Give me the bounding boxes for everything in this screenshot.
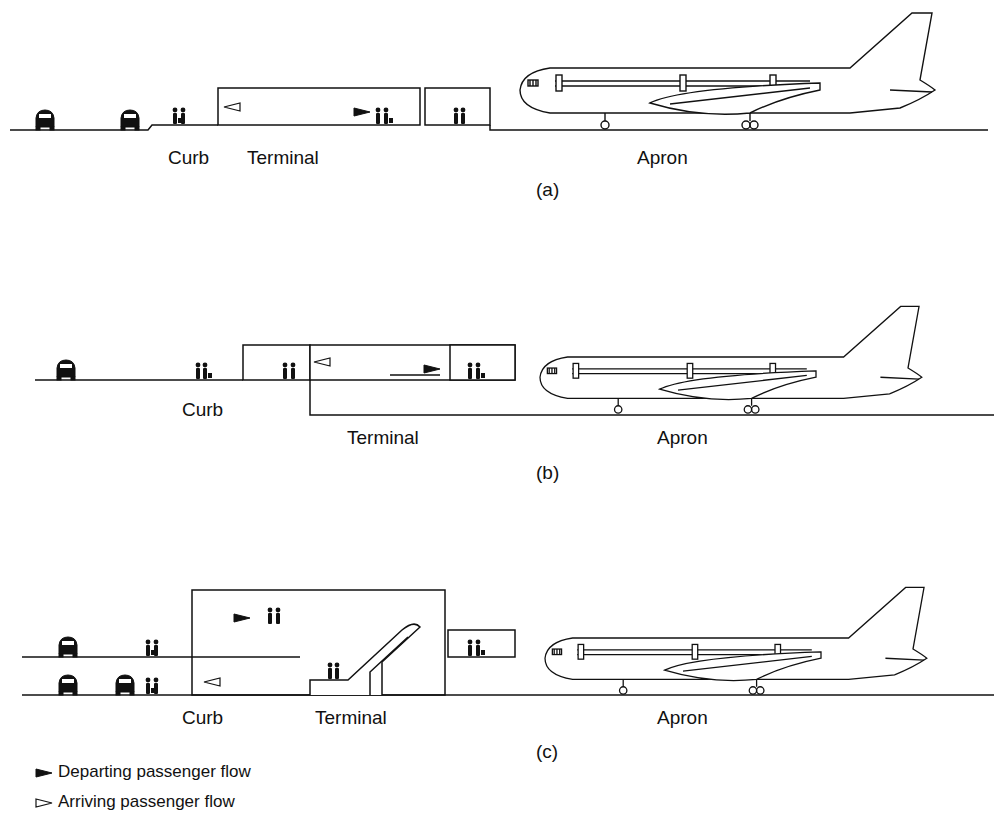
zone-label: Curb [182,708,223,729]
panel-label: (a) [536,180,559,201]
zone-label: Curb [168,148,209,169]
legend-text: Departing passenger flow [58,763,251,782]
zone-label: Apron [657,428,708,449]
panel-label: (b) [536,463,559,484]
zone-label: Terminal [315,708,387,729]
panel-label: (c) [536,742,558,763]
legend-text: Arriving passenger flow [58,793,235,812]
zone-label: Apron [637,148,688,169]
zone-label: Terminal [347,428,419,449]
zone-label: Apron [657,708,708,729]
zone-label: Curb [182,400,223,421]
zone-label: Terminal [247,148,319,169]
